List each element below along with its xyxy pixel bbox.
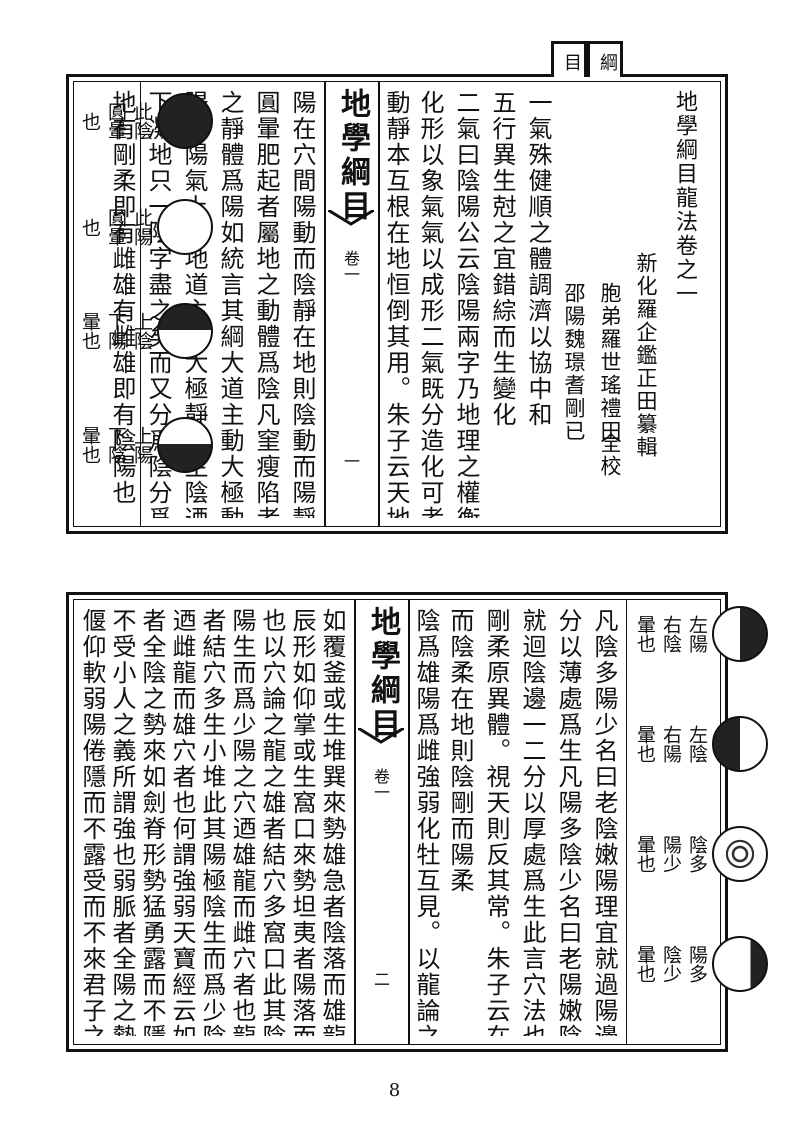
text-line: 動靜本互根在地恒倒其用。朱子云天地各有陰 — [382, 90, 410, 518]
diagram-label: 暈也 — [634, 945, 656, 983]
diagram-label: 暈也 — [634, 615, 656, 653]
volume-title: 地學綱目龍法卷之一 — [672, 90, 697, 306]
diagram-top-yang-halo: 上陽下陰暈也 — [79, 417, 213, 473]
text-line: 之靜體爲陽如統言其綱大道主動大極動而生 — [216, 90, 244, 518]
diagram-label: 右陰 — [660, 615, 682, 653]
text-line: 而陰柔在地則陰剛而陽柔 — [446, 608, 474, 894]
diagram-label: 上陽 — [131, 426, 153, 464]
text-line: 如覆釜或生堆巽來勢雄急者陰落而雄龍也星 — [318, 608, 346, 1036]
diagram-label: 也 — [79, 111, 101, 131]
strip-volume: 卷一 — [371, 768, 390, 800]
diagram-label: 圓暈 — [105, 102, 127, 140]
text-line: 陽生而爲少陽之穴迺雄龍而雌穴者也龍之雌 — [228, 608, 256, 1036]
bottom-book-page: 左陽右陰暈也 左陰右陽暈也 陰多陽少暈也 陽多陰少暈也 凡陰多陽少名曰老陰嫩陽理… — [66, 592, 768, 1052]
circle-dark-icon — [157, 93, 213, 149]
credit-wei: 邵陽魏璟耆剛已 — [562, 282, 586, 443]
strip-volume: 卷一 — [341, 250, 360, 282]
diagram-label: 圓暈 — [105, 208, 127, 246]
text-line: 一氣殊健順之體調濟以協中和 — [524, 90, 552, 428]
circle-right-dark-icon — [712, 606, 768, 662]
credit-compiler: 新化羅企鑑正田纂輯 — [634, 252, 658, 459]
text-line: 地有剛柔即有雌雄有雌雄即有陰陽也 — [108, 90, 136, 506]
text-line: 辰形如仰掌或生窩口來勢坦夷者陽落而雌龍 — [288, 608, 316, 1036]
diagram-label: 下陰 — [105, 426, 127, 464]
text-line: 也以穴論之龍之雄者結穴多窩口此其陰極 — [258, 608, 286, 1036]
circle-left-dark-icon — [712, 716, 768, 772]
diagram-left-yang-halo: 左陽右陰暈也 — [634, 606, 768, 662]
text-line: 二氣曰陰陽公云陰陽兩字乃地理之權衡形氣之造 — [452, 90, 480, 518]
circle-rings-icon — [712, 826, 768, 882]
diagram-yang-more-halo: 陽多陰少暈也 — [634, 936, 768, 992]
strip-title: 地學綱目 — [365, 606, 400, 742]
tab-gang: 綱 — [587, 41, 623, 77]
text-line: 者結穴多生小堆此其陽極陰生而爲少陰之穴 — [198, 608, 226, 1036]
diagram-label: 下陽 — [105, 312, 127, 350]
credit-brother: 胞弟羅世瑤禮田 — [598, 282, 622, 443]
diagram-label: 左陰 — [686, 725, 708, 763]
text-line: 五行異生尅之宜錯綜而生變化 — [488, 90, 516, 428]
top-book-page: 目 綱 地學綱目龍法卷之一 新化羅企鑑正田纂輯 胞弟羅世瑤禮田 全校 邵陽魏璟耆… — [66, 41, 728, 534]
diagram-yin-more-halo: 陰多陽少暈也 — [634, 826, 768, 882]
diagram-label: 陰少 — [660, 945, 682, 983]
strip-page-number: 一 — [344, 452, 361, 471]
diagram-yin-halo: 此陰圓暈也 — [79, 93, 213, 149]
diagram-label: 上陰 — [131, 312, 153, 350]
diagram-label: 也 — [79, 217, 101, 237]
center-fold-strip: 地學綱目 卷一 一 — [324, 82, 380, 526]
diagram-label: 暈也 — [634, 835, 656, 873]
diagram-label: 陽多 — [686, 945, 708, 983]
diagram-label: 此陰 — [131, 102, 153, 140]
column-rule — [140, 82, 141, 526]
circle-small-dark-icon — [712, 936, 768, 992]
circle-bottom-dark-icon — [157, 417, 213, 473]
text-line: 迺雌龍而雄穴者也何謂強弱天寶經云如強脈 — [168, 608, 196, 1036]
circle-top-dark-icon — [157, 303, 213, 359]
fishtail-mark — [358, 728, 404, 744]
diagram-yang-halo: 此陽圓暈也 — [79, 199, 213, 255]
diagram-label: 此陽 — [131, 208, 153, 246]
text-line: 就迴陰邊一二分以厚處爲生此言穴法也因辨暈故並及之 — [518, 608, 546, 1036]
text-line: 化形以象氣氣以成形二氣既分造化可考 — [416, 90, 444, 518]
diagram-top-yin-halo: 上陰下陽暈也 — [79, 303, 213, 359]
text-line: 剛柔原異體。視天則反其常。朱子云在天則陽剛 — [482, 608, 510, 1036]
strip-title: 地學綱目 — [335, 88, 370, 224]
diagram-label: 陽少 — [660, 835, 682, 873]
circle-light-icon — [157, 199, 213, 255]
credit-collated: 全校 — [598, 432, 622, 478]
center-fold-strip: 地學綱目 卷一 二 — [354, 600, 410, 1044]
diagram-left-yin-halo: 左陰右陽暈也 — [634, 716, 768, 772]
text-line: 分以薄處爲生凡陽多陰少名曰老陽嫩陰理宜 — [554, 608, 582, 1036]
diagram-label: 暈也 — [79, 312, 101, 350]
text-line: 不受小人之義所謂強也弱脈者全陽之勢來如 — [108, 608, 136, 1036]
fishtail-mark — [328, 210, 374, 226]
diagram-label: 陰多 — [686, 835, 708, 873]
text-line: 凡陰多陽少名曰老陰嫩陽理宜就過陽邊一二 — [590, 608, 618, 1036]
text-line: 陽在穴間陽動而陰靜在地則陰動而陽靜故凡 — [288, 90, 316, 518]
column-rule — [626, 600, 627, 1044]
diagram-label: 暈也 — [634, 725, 656, 763]
diagram-label: 暈也 — [79, 426, 101, 464]
text-line: 者全陰之勢來如劍脊形勢猛勇露而不隱來而 — [138, 608, 166, 1036]
text-line: 圓暈肥起者屬地之動體爲陰凡窐瘦陷者屬地 — [252, 90, 280, 518]
text-line: 偃仰軟弱陽倦隱而不露受而不來君子之義所 — [78, 608, 106, 1036]
page-number: 8 — [388, 1080, 401, 1101]
diagram-label: 右陽 — [660, 725, 682, 763]
text-line: 陰爲雄陽爲雌強弱化牡互見。以龍論之星辰形 — [412, 608, 440, 1036]
tab-mu: 目 — [551, 41, 587, 77]
diagram-label: 左陽 — [686, 615, 708, 653]
strip-page-number: 二 — [374, 970, 391, 989]
